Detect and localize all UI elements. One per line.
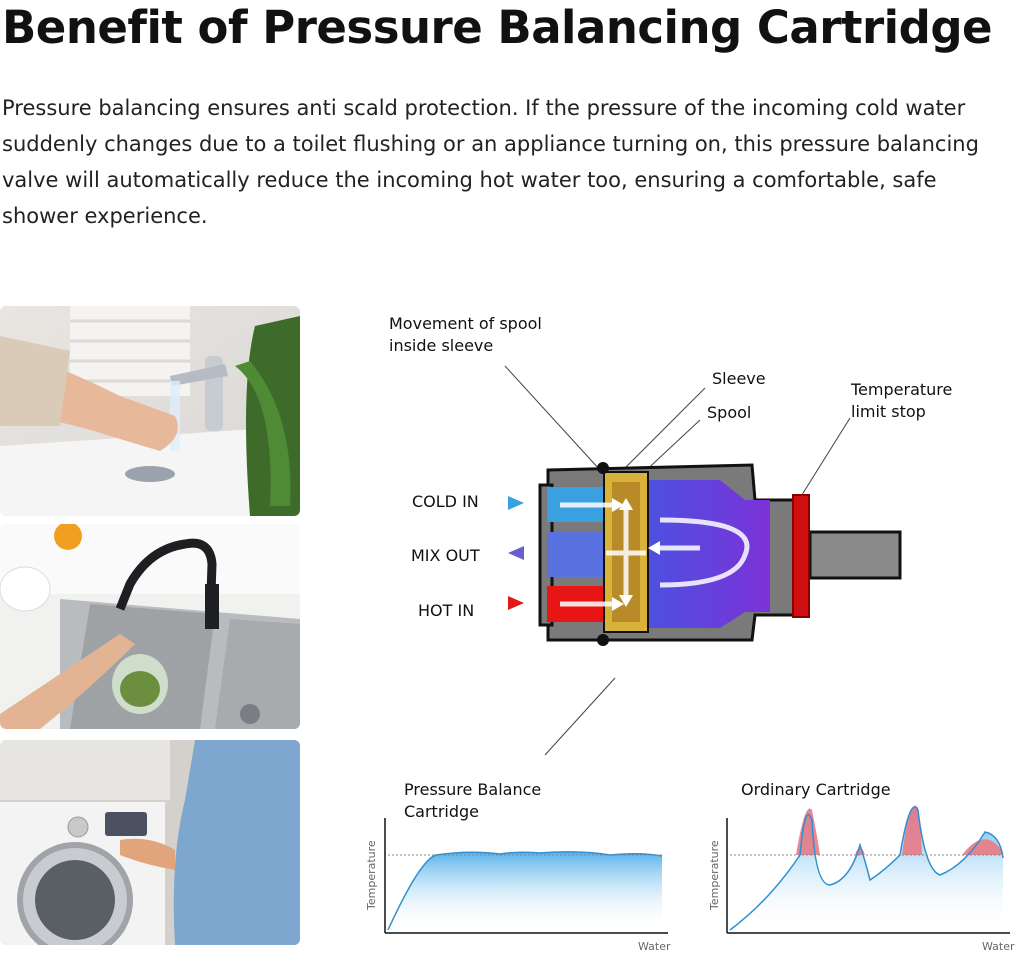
- graph2-plot: [726, 805, 1010, 934]
- callout-temp-line1: Temperature: [850, 380, 952, 399]
- graph2-title: Ordinary Cartridge: [741, 780, 891, 799]
- mix-out-arrow-icon: [508, 546, 524, 560]
- callout-movement-line1: Movement of spool: [389, 314, 542, 333]
- port-label-cold-in: COLD IN: [412, 492, 479, 511]
- graph1-plot: [384, 818, 668, 934]
- graph1-title-line1: Pressure Balance: [404, 780, 541, 799]
- intro-paragraph: Pressure balancing ensures anti scald pr…: [2, 96, 979, 228]
- kitchen-sink-photo: [0, 524, 300, 729]
- port-label-hot-in: HOT IN: [418, 601, 474, 620]
- graph2-xlabel: Water: [982, 940, 1015, 953]
- washing-machine-photo: [0, 740, 300, 945]
- port-label-mix-out: MIX OUT: [411, 546, 480, 565]
- hot-in-arrow-icon: [508, 596, 524, 610]
- graph1-ylabel: Temperature: [365, 840, 378, 911]
- callout-spool: Spool: [707, 403, 751, 422]
- callout-movement-line2: inside sleeve: [389, 336, 493, 355]
- graph2-ylabel: Temperature: [708, 840, 721, 911]
- graph1-title-line2: Cartridge: [404, 802, 479, 821]
- page-title: Benefit of Pressure Balancing Cartridge: [2, 1, 993, 54]
- cold-in-arrow-icon: [508, 496, 524, 510]
- leader-lines: [504, 365, 851, 756]
- hand-washing-photo: [0, 306, 300, 516]
- callout-sleeve: Sleeve: [712, 369, 766, 388]
- graph1-xlabel: Water: [638, 940, 671, 953]
- cartridge-body: [538, 462, 902, 646]
- pressure-balance-diagram: Movement of spool inside sleeve Sleeve S…: [300, 300, 1024, 953]
- callout-temp-line2: limit stop: [851, 402, 926, 421]
